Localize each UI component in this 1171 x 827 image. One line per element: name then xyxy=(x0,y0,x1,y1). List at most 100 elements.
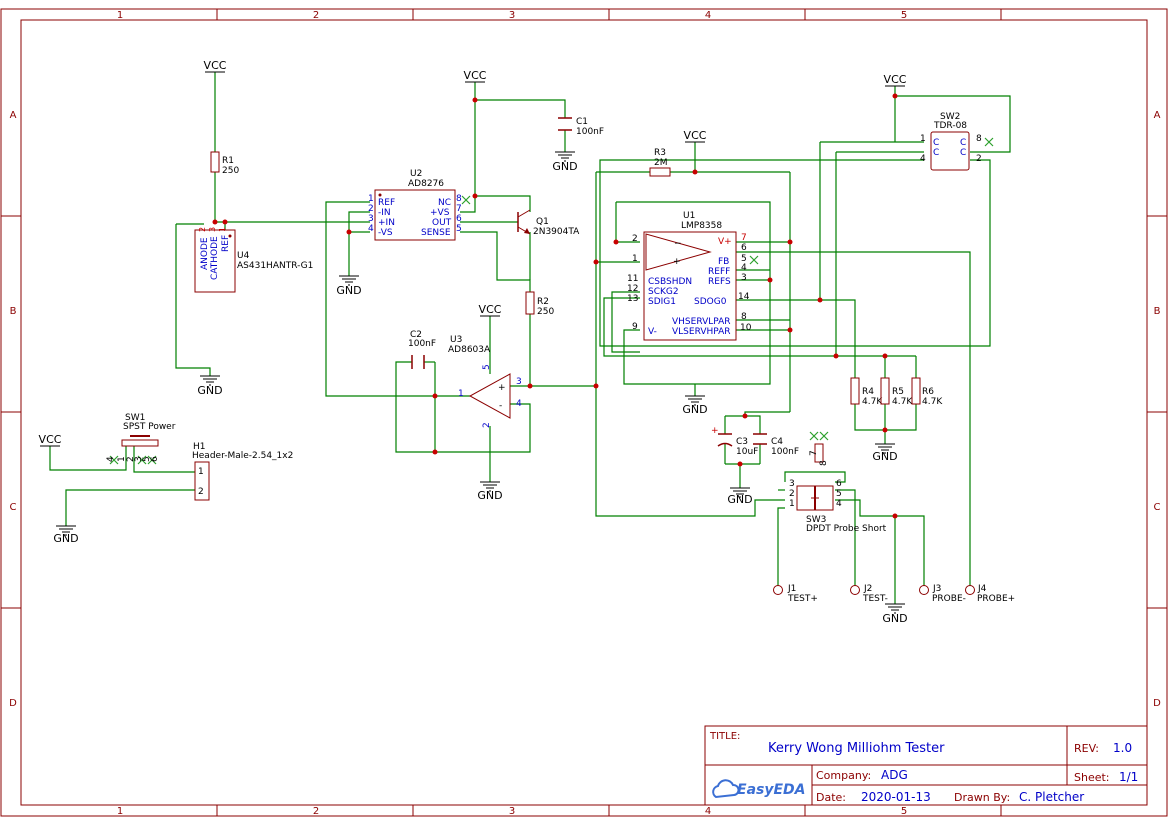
resistor-r5: R5 4.7K xyxy=(880,377,913,407)
sheet-value: 1/1 xyxy=(1119,770,1138,784)
r6-ref: R6 xyxy=(922,387,934,397)
j4-value: PROBE+ xyxy=(977,594,1015,604)
sw2-pin-label: C xyxy=(933,138,939,148)
u2-right-pin: OUT xyxy=(432,218,452,228)
sw3-value: DPDT Probe Short xyxy=(806,524,887,534)
c3-ref: C3 xyxy=(736,437,748,447)
u2-right-pin: SENSE xyxy=(421,228,451,238)
sw3-pin-num: 6 xyxy=(836,479,842,489)
j2-value: TEST- xyxy=(862,594,888,604)
drawn-by-value: C. Pletcher xyxy=(1019,790,1084,804)
sheet-label: Sheet: xyxy=(1074,771,1110,784)
rev-label: REV: xyxy=(1074,742,1099,755)
h1-value: Header-Male-2.54_1x2 xyxy=(192,451,293,461)
easyeda-logo-text: EasyEDA xyxy=(737,782,806,798)
sw3-pin-num: 1 xyxy=(789,499,795,509)
r4-value: 4.7K xyxy=(862,397,883,407)
sw2-pin-num: 1 xyxy=(920,134,926,144)
vcc-label: VCC xyxy=(684,129,707,142)
svg-text:+: + xyxy=(498,383,506,393)
ground-symbols: GND GND GND GND GND GND GND GND xyxy=(53,151,908,625)
gnd-label: GND xyxy=(197,384,222,397)
c1-value: 100nF xyxy=(576,127,604,137)
gnd-symbol: GND xyxy=(336,275,362,297)
sw1-pin-num: 1 xyxy=(117,456,127,462)
u1-right-num: 4 xyxy=(741,263,747,273)
u2-ref: U2 xyxy=(410,169,422,179)
u1-right-pin: REFS xyxy=(708,277,731,287)
u3-ref: U3 xyxy=(450,335,462,345)
junctions xyxy=(212,93,898,519)
c4-value: 100nF xyxy=(771,447,799,457)
u1-right-pin: REFF xyxy=(708,267,730,277)
title-label: TITLE: xyxy=(709,731,740,742)
col-label-bottom: 4 xyxy=(705,806,711,817)
gnd-symbol: GND xyxy=(197,375,223,397)
u2-left-pin: REF xyxy=(378,198,395,208)
j3-ref: J3 xyxy=(932,584,941,594)
vcc-label: VCC xyxy=(464,69,487,82)
wires xyxy=(49,72,1011,604)
row-label-right: C xyxy=(1154,502,1161,513)
frame-labels: 1 2 3 4 5 1 2 3 4 5 A B C D A B C D xyxy=(9,10,1161,817)
svg-text:−: − xyxy=(674,239,682,249)
col-label-top: 3 xyxy=(509,10,515,21)
u1-left-num: 12 xyxy=(627,284,638,294)
resistor-r2: R2 250 xyxy=(525,291,554,317)
u1-left-num: 1 xyxy=(632,254,638,264)
u1-right-pin: FB xyxy=(718,257,729,267)
u2-left-num: 2 xyxy=(368,204,374,214)
sw1-value: SPST Power xyxy=(123,422,176,432)
c1-ref: C1 xyxy=(576,117,588,127)
r1-ref: R1 xyxy=(222,156,234,166)
u2-right-num: 5 xyxy=(456,224,462,234)
u1-right-pin: SDOG0 xyxy=(694,297,727,307)
capacitor-c4: C4 100nF xyxy=(753,433,799,457)
u4-pin-label: REF xyxy=(221,235,231,252)
row-label-right: D xyxy=(1153,698,1161,709)
company-label: Company: xyxy=(816,769,871,782)
gnd-symbol: GND xyxy=(477,481,503,502)
test-point-j1: J1 TEST+ xyxy=(773,584,818,604)
sw2-pin-num: 4 xyxy=(920,154,926,164)
col-label-top: 1 xyxy=(117,10,123,21)
vcc-symbol: VCC xyxy=(684,129,707,143)
gnd-label: GND xyxy=(477,489,502,502)
c3-value: 10uF xyxy=(736,447,758,457)
u4-pin-num: 3 xyxy=(208,227,217,232)
switch-sw3: 3 2 1 6 5 4 7 8 SW3 DPDT Probe Short xyxy=(789,443,887,534)
r2-value: 250 xyxy=(537,307,554,317)
col-label-bottom: 5 xyxy=(901,806,907,817)
u1-left-num: 2 xyxy=(632,234,638,244)
gnd-label: GND xyxy=(552,160,577,173)
opamp-u3: + - U3 AD8603A 1 2 3 4 5 xyxy=(448,335,522,428)
row-label-left: A xyxy=(10,110,17,121)
col-label-top: 4 xyxy=(705,10,711,21)
capacitor-c3: + C3 10uF xyxy=(711,426,758,457)
test-point-j3: J3 PROBE- xyxy=(919,584,966,604)
gnd-label: GND xyxy=(682,403,707,416)
j3-value: PROBE- xyxy=(932,594,966,604)
u3-pin-num: 3 xyxy=(516,377,522,387)
u2-right-pin: +VS xyxy=(430,208,450,218)
svg-text:+: + xyxy=(711,426,719,436)
row-label-right: B xyxy=(1154,306,1161,317)
sw3-pin-num: 4 xyxy=(836,499,842,509)
vcc-symbol: VCC xyxy=(464,69,487,83)
h1-pin-num: 1 xyxy=(198,467,204,477)
vcc-symbol: VCC xyxy=(479,303,502,317)
u1-right-num: 7 xyxy=(741,233,747,243)
u3-pin-num: 2 xyxy=(482,422,492,428)
sw1-ref: SW1 xyxy=(125,413,145,423)
u2-right-num: 7 xyxy=(456,204,462,214)
sw1-pin-num: 2 xyxy=(126,456,136,462)
shunt-regulator-u4: ANODE CATHODE REF 2 3 1 U4 AS431HANTR-G1 xyxy=(194,227,313,293)
u1-right-num: 3 xyxy=(741,273,747,283)
u1-left-pin: CSBSHDN xyxy=(648,277,692,287)
sw2-pin-label: C xyxy=(960,148,966,158)
sw2-ref: SW2 xyxy=(940,112,960,122)
u2-left-pin: -IN xyxy=(378,208,391,218)
col-label-top: 2 xyxy=(313,10,319,21)
c2-ref: C2 xyxy=(410,330,422,340)
date-value: 2020-01-13 xyxy=(861,790,931,804)
